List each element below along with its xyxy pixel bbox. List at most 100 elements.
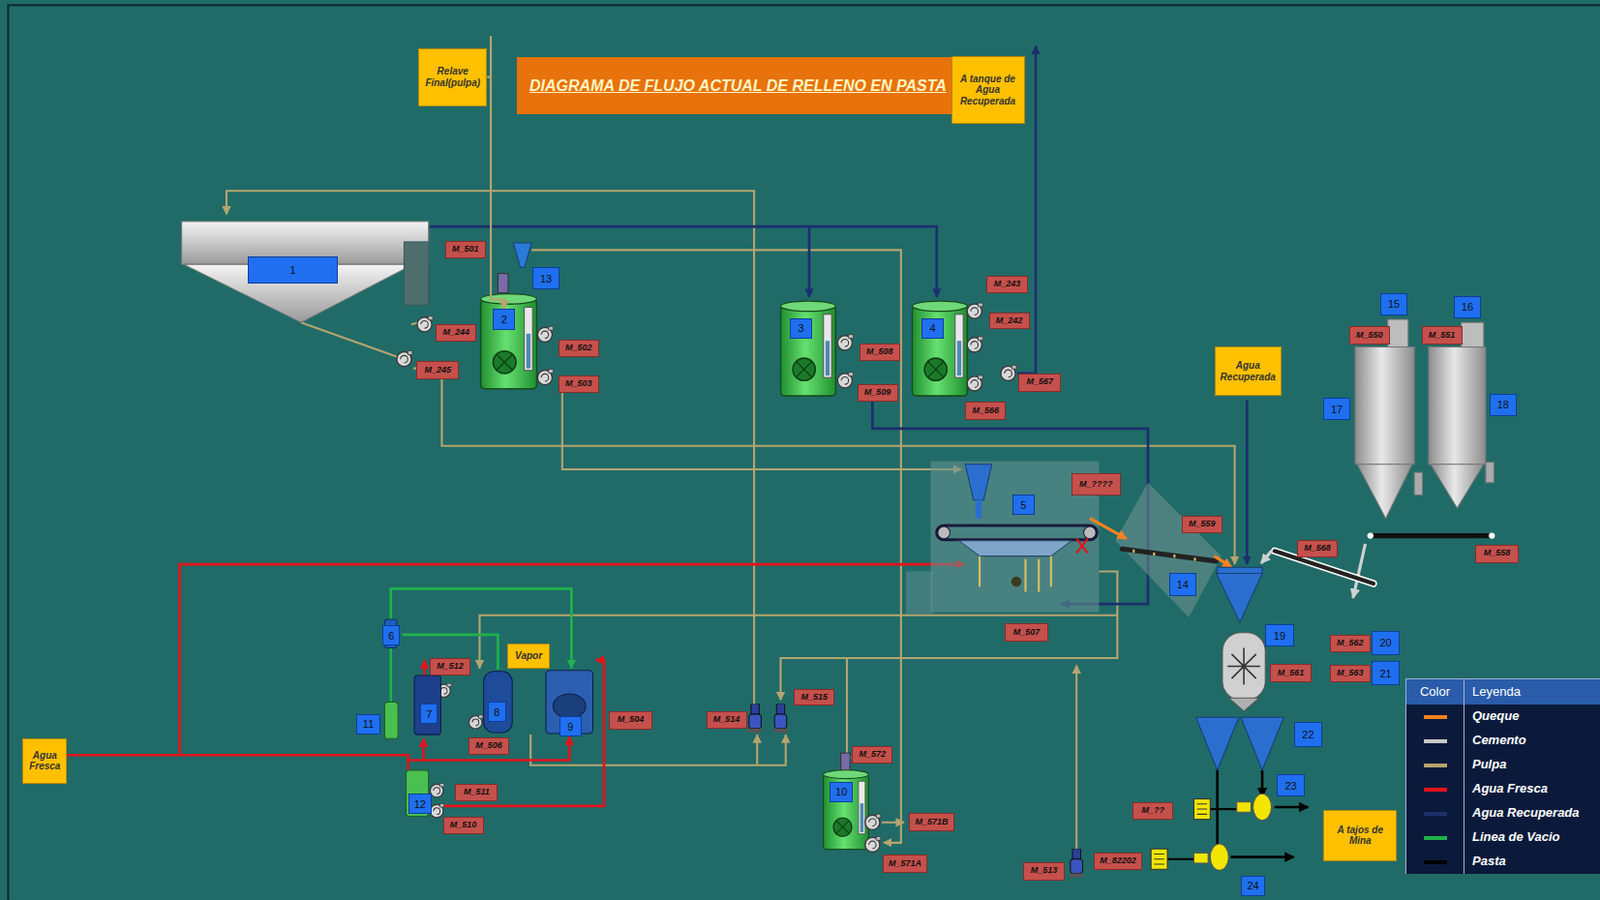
node-text: 3 <box>797 322 804 334</box>
pump-symbol <box>837 334 853 351</box>
mixer-outlet <box>1228 697 1260 712</box>
legend-cell <box>1406 849 1465 875</box>
legend-cell: Color <box>1406 679 1465 705</box>
vacuum-pump <box>414 675 441 735</box>
diagram-title: DIAGRAMA DE FLUJO ACTUAL DE RELLENO EN P… <box>529 77 947 95</box>
callout-number: 21 <box>1371 661 1401 686</box>
equipment-tag: M_511 <box>454 784 498 802</box>
equipment-tag: M_568 <box>1297 540 1338 558</box>
equipment-tag: M_567 <box>1018 373 1061 393</box>
node-text: 23 <box>1284 780 1297 792</box>
node-text: M_512 <box>436 662 464 672</box>
conveyor-area <box>1115 483 1222 618</box>
callout-number: 22 <box>1294 722 1324 747</box>
legend-swatch <box>1423 715 1448 720</box>
legend-swatch <box>1423 836 1448 841</box>
equipment-tag: M_515 <box>793 689 835 707</box>
water-pipe <box>1245 399 1249 565</box>
silo-cone <box>1357 464 1413 519</box>
pump-symbol <box>966 336 983 353</box>
mixer-hopper-rim <box>1217 567 1263 574</box>
silo-valve <box>1485 462 1494 484</box>
paste-line <box>1274 806 1309 810</box>
pump-drive <box>1150 848 1168 870</box>
equipment-tag: M_561 <box>1269 664 1311 683</box>
equipment-tag: M_571A <box>882 854 928 874</box>
legend-cell <box>1406 777 1465 802</box>
node-text: M_507 <box>1013 628 1041 638</box>
callout-number: 13 <box>532 267 559 290</box>
legend-row: Linea de Vacio <box>1406 825 1600 850</box>
pump-symbol <box>537 369 553 386</box>
legend-cell: Pasta <box>1464 849 1600 875</box>
drain-pipes <box>979 556 1052 593</box>
fresh-pipe <box>422 738 425 760</box>
pump-drive <box>1153 853 1165 865</box>
vacuum-pipe <box>391 588 573 668</box>
note-box: Relave Final(pulpa) <box>418 48 487 107</box>
equipment-tag: M_510 <box>443 816 484 835</box>
agitator-motor <box>497 273 509 294</box>
callout-number: 11 <box>356 714 381 735</box>
node-text: M_504 <box>617 715 645 725</box>
equipment-tag: M_504 <box>608 711 652 730</box>
mixer <box>1222 633 1266 701</box>
pulp-pipe <box>301 322 398 358</box>
equipment-tag: M_513 <box>1023 862 1064 881</box>
vertical-pump <box>1069 848 1085 878</box>
cake-conveyor <box>1122 548 1217 562</box>
note-box: A tanque de Agua Recuperada <box>951 56 1026 124</box>
pulp-pipe <box>881 821 905 824</box>
conveyor-pulley <box>1488 532 1495 539</box>
silo-top <box>1388 319 1409 347</box>
equipment-tag: M_503 <box>558 375 600 393</box>
agitator-tank <box>780 301 836 396</box>
node-text: 13 <box>540 272 552 285</box>
node-text: M_502 <box>565 343 593 354</box>
legend-cell <box>1406 728 1465 754</box>
node-text: M_515 <box>800 693 828 703</box>
node-text: 14 <box>1177 578 1189 591</box>
node-text: M_561 <box>1277 668 1305 679</box>
node-text: M_559 <box>1188 519 1216 530</box>
callout-number: 5 <box>1012 494 1035 515</box>
equipment-tag: M_244 <box>435 324 477 342</box>
pulp-pipe <box>413 368 1236 565</box>
node-text: 10 <box>835 785 847 798</box>
legend-cell <box>1406 801 1465 826</box>
legend-row: Pulpa <box>1406 753 1600 778</box>
vacuum-tray <box>959 541 1072 557</box>
pulp-pipe <box>1075 664 1078 849</box>
callout-number: 7 <box>420 703 438 725</box>
paste-line <box>1230 855 1294 859</box>
feed-chute <box>975 500 982 519</box>
node-text: 12 <box>414 798 426 811</box>
pulp-pipe <box>479 615 1117 669</box>
callout-number: 15 <box>1380 293 1407 316</box>
node-text: M_503 <box>565 379 593 390</box>
mixer-hopper <box>1216 573 1263 624</box>
callout-number: 4 <box>921 318 944 339</box>
equipment-tag: M_243 <box>986 275 1027 294</box>
callout-number: 23 <box>1276 774 1306 797</box>
pump-drive <box>1197 804 1208 816</box>
pulp-connector <box>486 77 505 310</box>
agitator-tank <box>911 301 967 396</box>
node-text: 16 <box>1461 301 1474 313</box>
legend-cell <box>1406 753 1465 778</box>
node-text: 20 <box>1379 636 1391 649</box>
callout-number: 17 <box>1323 397 1350 421</box>
node-text: 24 <box>1246 879 1259 892</box>
legend-row: Agua Fresca <box>1406 777 1600 802</box>
recovered-water-pipes <box>428 46 1247 605</box>
node-text: M_510 <box>450 820 478 831</box>
equipment-tag: M_???? <box>1071 473 1121 496</box>
legend-swatch <box>1423 763 1448 768</box>
frame <box>7 4 1600 900</box>
pulp-pipe <box>755 734 758 766</box>
callout-number: 16 <box>1453 296 1480 319</box>
cement-silo <box>1355 347 1415 465</box>
thickener-well <box>403 241 428 305</box>
